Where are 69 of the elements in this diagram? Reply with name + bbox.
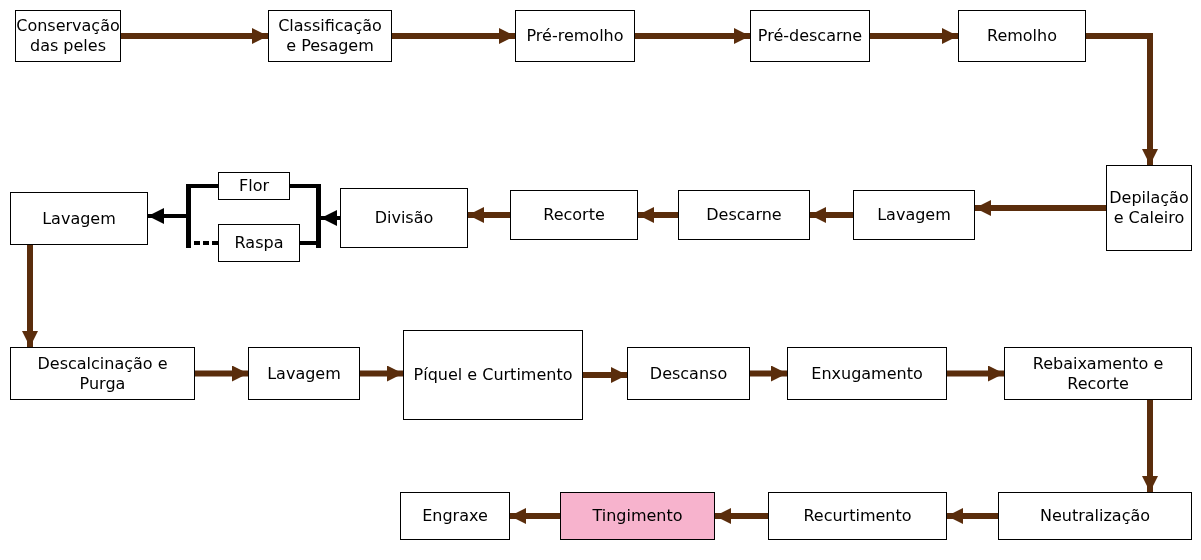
step-label: Neutralização [1038, 506, 1152, 526]
process-box [787, 347, 947, 400]
arrow [510, 508, 560, 524]
junction-bar [316, 184, 321, 248]
step-label: Descalcinação e Purga [36, 353, 169, 394]
process-box [403, 330, 583, 420]
step-label: Enxugamento [810, 363, 924, 384]
arrow [750, 365, 787, 382]
step-label: Lavagem [266, 363, 342, 384]
process-box [218, 172, 290, 200]
arrow [321, 210, 340, 226]
process-box [340, 188, 468, 248]
arrow [975, 200, 1106, 216]
step-label: Classificação e Pesagem [277, 16, 383, 56]
process-box [400, 492, 510, 540]
process-box [678, 190, 810, 240]
step-label: Recorte [542, 205, 606, 225]
step-label: Tingimento [591, 506, 684, 526]
step-label: Descarne [705, 205, 783, 225]
process-box [1004, 347, 1192, 400]
step-label: Flor [238, 176, 270, 196]
step-label: Recurtimento [802, 506, 913, 526]
arrow [870, 28, 958, 44]
process-box [750, 10, 870, 62]
arrow [148, 208, 186, 224]
process-box [10, 347, 195, 400]
process-box [627, 347, 750, 400]
process-box [218, 224, 300, 262]
step-label: Raspa [233, 233, 285, 253]
process-box [248, 347, 360, 400]
step-label: Descanso [648, 363, 729, 384]
arrow [22, 245, 38, 347]
step-label: Lavagem [876, 205, 952, 225]
arrow [392, 28, 515, 44]
step-label: Divisão [373, 208, 435, 228]
step-label: Engraxe [421, 506, 489, 526]
arrow [360, 365, 403, 382]
arrow [468, 207, 510, 223]
step-label: Conservação das peles [15, 16, 121, 56]
process-box [768, 492, 947, 540]
step-label: Píquel e Curtimento [412, 365, 574, 385]
arrow [121, 28, 268, 44]
process-box [1106, 165, 1192, 251]
step-label: Depilação e Caleiro [1108, 188, 1190, 228]
step-label: Pré-descarne [756, 26, 864, 46]
process-box [515, 10, 635, 62]
arrow [1086, 33, 1158, 165]
process-box [510, 190, 638, 240]
process-box [268, 10, 392, 62]
process-box [958, 10, 1086, 62]
arrow [715, 508, 768, 524]
process-box [15, 10, 121, 62]
arrow [947, 365, 1004, 382]
step-label: Pré-remolho [525, 26, 625, 46]
arrow [583, 367, 627, 383]
arrow [635, 28, 750, 44]
junction-bar [186, 184, 191, 248]
step-label: Lavagem [41, 208, 117, 229]
step-label: Remolho [986, 26, 1058, 46]
arrow [947, 508, 998, 524]
arrow [195, 365, 248, 382]
process-box [998, 492, 1192, 540]
arrow [1142, 400, 1158, 492]
process-box [10, 192, 148, 245]
arrow [638, 207, 678, 223]
step-label: Rebaixamento e Recorte [1031, 353, 1165, 394]
arrow [810, 207, 853, 223]
process-box [560, 492, 715, 540]
process-box [853, 190, 975, 240]
